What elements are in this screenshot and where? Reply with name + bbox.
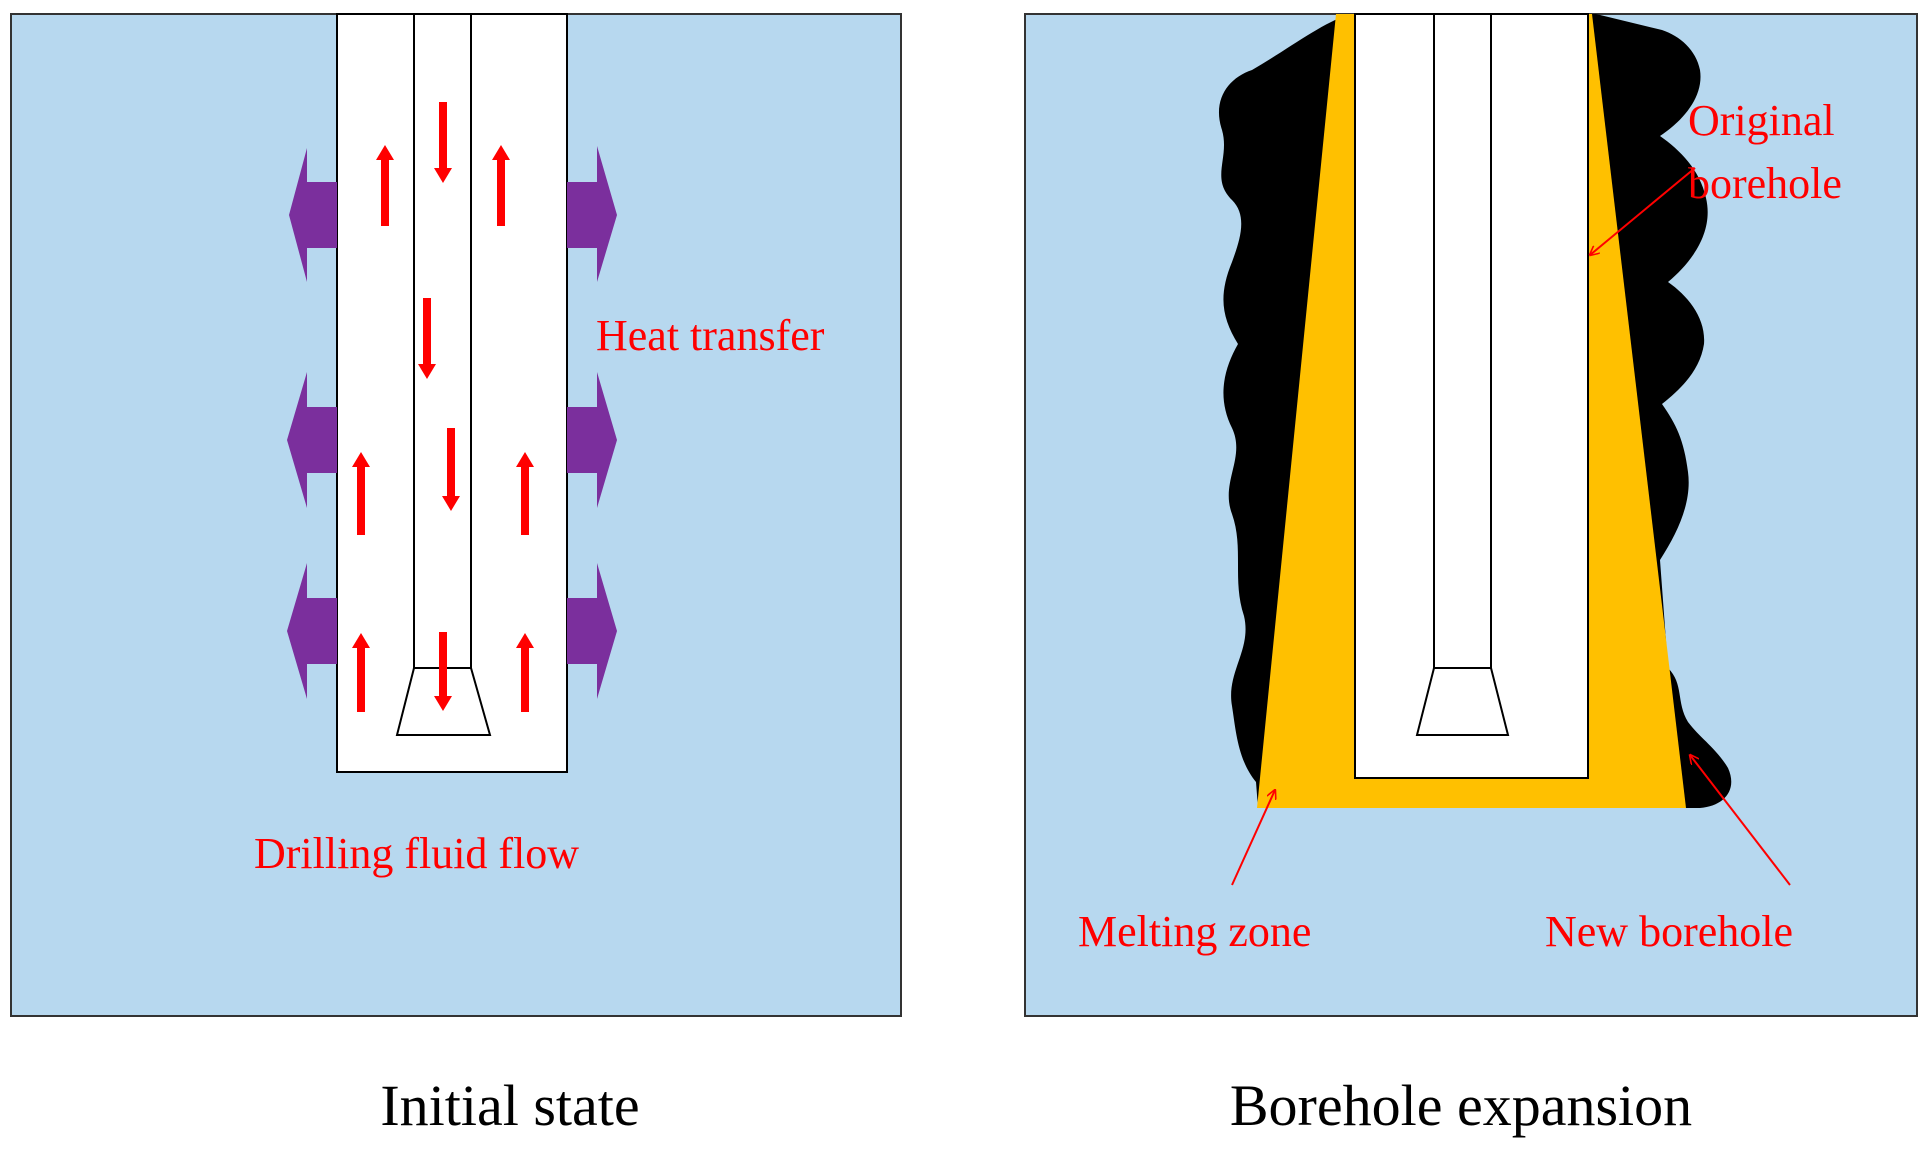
heat-arrow-left-2 <box>287 372 337 508</box>
fluid-arrow-up-5 <box>352 633 370 712</box>
new-borehole-pointer <box>1690 755 1791 886</box>
drill-pipe <box>1433 13 1492 669</box>
drilling-fluid-flow-label: Drilling fluid flow <box>254 829 579 878</box>
heat-arrow-right-1 <box>567 146 617 282</box>
original-borehole-label-line1: Original <box>1688 96 1835 145</box>
original-borehole-label-line2: borehole <box>1688 159 1842 208</box>
fluid-arrow-up-1 <box>376 145 394 226</box>
fluid-arrow-up-3 <box>352 452 370 535</box>
caption-initial-state: Initial state <box>380 1073 639 1138</box>
fluid-arrow-up-6 <box>516 633 534 712</box>
heat-arrows <box>287 146 617 699</box>
panel-initial-state: Heat transfer Drilling fluid flow Initia… <box>10 13 902 1138</box>
fluid-arrow-down-1 <box>434 102 452 183</box>
new-borehole-label: New borehole <box>1545 907 1793 956</box>
fluid-arrow-down-4 <box>434 632 452 711</box>
heat-transfer-label: Heat transfer <box>596 311 825 360</box>
fluid-arrow-up-2 <box>492 145 510 226</box>
melting-zone-label: Melting zone <box>1078 907 1311 956</box>
drill-bit <box>1415 667 1510 736</box>
heat-arrow-right-3 <box>567 563 617 699</box>
fluid-arrow-down-2 <box>418 298 436 379</box>
original-borehole-pointer <box>1590 167 1696 255</box>
heat-arrow-left-3 <box>287 563 337 699</box>
heat-arrow-right-2 <box>567 372 617 508</box>
panel-borehole-expansion: Original borehole Melting zone New boreh… <box>1024 13 1918 1138</box>
fluid-arrow-down-3 <box>442 428 460 511</box>
fluid-arrow-up-4 <box>516 452 534 535</box>
fluid-arrows <box>352 102 534 712</box>
heat-arrow-left-1 <box>289 148 337 282</box>
caption-borehole-expansion: Borehole expansion <box>1230 1073 1692 1138</box>
melting-zone-pointer <box>1231 790 1275 886</box>
